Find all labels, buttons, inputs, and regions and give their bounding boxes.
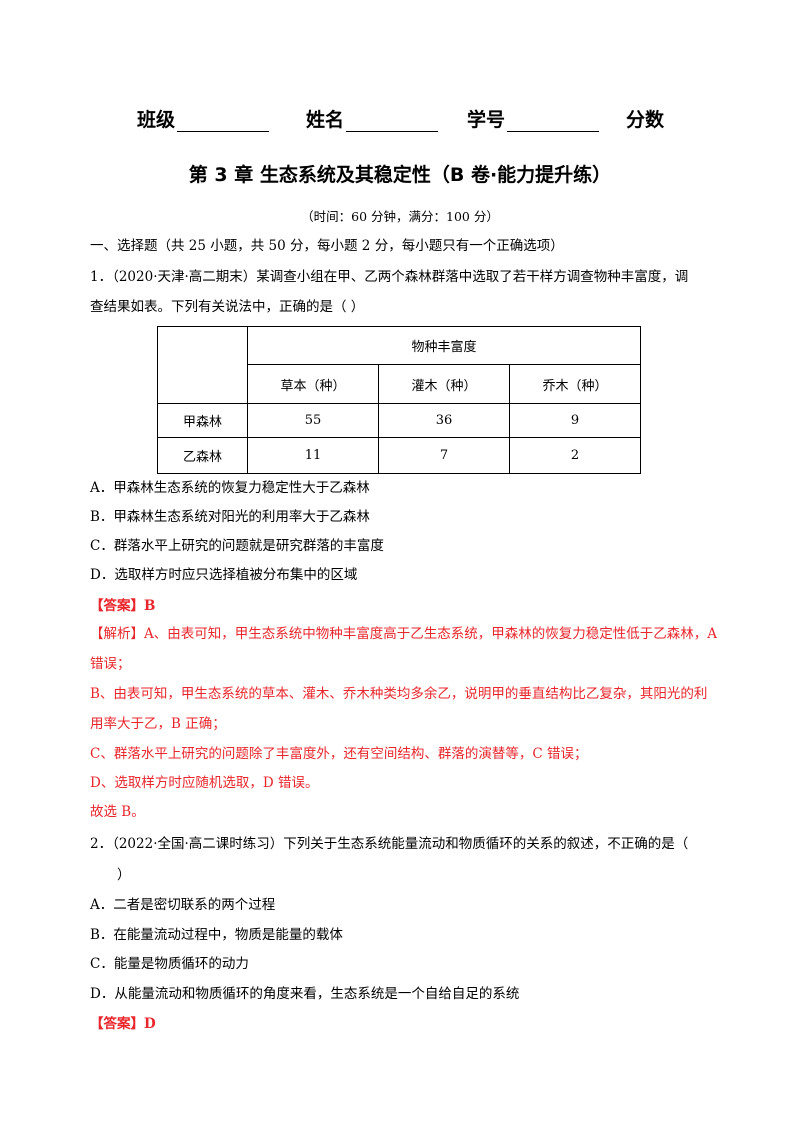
table-group-header: 物种丰富度: [247, 326, 641, 365]
table-row-label: 甲森林: [157, 403, 248, 438]
table-row: 甲森林 55 36 9: [157, 403, 641, 438]
class-label: 班级: [137, 109, 176, 131]
q1-answer: 【答案】B: [90, 598, 156, 614]
richness-table: 物种丰富度 草本（种） 灌木（种） 乔木（种） 甲森林 55 36 9 乙森林 …: [157, 326, 641, 474]
q1-conclusion: 故选 B。: [90, 804, 145, 820]
table-row-label: 乙森林: [157, 437, 248, 474]
q1-stem-line2: 查结果如表。下列有关说法中，正确的是（ ）: [90, 299, 365, 315]
name-blank[interactable]: [346, 111, 439, 132]
q1-analysis-line: 错误；: [90, 656, 131, 672]
q2-option-d: D．从能量流动和物质循环的角度来看，生态系统是一个自给自足的系统: [90, 986, 520, 1002]
table-col-header: 乔木（种）: [509, 364, 641, 404]
q2-stem-line1: 2．（2022·全国·高二课时练习）下列关于生态系统能量流动和物质循环的关系的叙…: [90, 836, 689, 852]
q2-option-a: A．二者是密切联系的两个过程: [90, 897, 276, 913]
q2-option-c: C．能量是物质循环的动力: [90, 956, 249, 972]
q1-analysis-line: C、群落水平上研究的问题除了丰富度外，还有空间结构、群落的演替等，C 错误；: [90, 746, 588, 762]
id-label: 学号: [467, 109, 506, 131]
name-label: 姓名: [306, 109, 345, 131]
q2-option-b: B．在能量流动过程中，物质是能量的载体: [90, 927, 343, 943]
table-corner-cell: [157, 326, 248, 404]
section-heading: 一、选择题（共 25 小题，共 50 分，每小题 2 分，每小题只有一个正确选项…: [90, 238, 564, 254]
table-cell: 11: [247, 437, 379, 474]
table-row: 乙森林 11 7 2: [157, 437, 641, 474]
table-col-header: 灌木（种）: [378, 364, 510, 404]
table-col-header: 草本（种）: [247, 364, 379, 404]
q1-analysis-line: D、选取样方时应随机选取，D 错误。: [90, 775, 319, 791]
q1-option-a: A．甲森林生态系统的恢复力稳定性大于乙森林: [90, 480, 370, 496]
q2-answer: 【答案】D: [90, 1016, 156, 1032]
class-field: 班级: [137, 105, 270, 132]
q2-stem-line2: ）: [117, 867, 131, 883]
student-info-header: 班级 姓名 学号 分数: [0, 105, 800, 135]
q1-analysis-line: 【解析】A、由表可知，甲生态系统中物种丰富度高于乙生态系统，甲森林的恢复力稳定性…: [90, 626, 717, 642]
id-blank[interactable]: [507, 111, 600, 132]
page-title: 第 3 章 生态系统及其稳定性（B 卷·能力提升练）: [188, 164, 612, 186]
page-subtitle: （时间：60 分钟，满分：100 分）: [301, 209, 499, 224]
table-cell: 7: [378, 437, 510, 474]
table-cell: 2: [509, 437, 641, 474]
q1-analysis-line: B、由表可知，甲生态系统的草本、灌木、乔木种类均多余乙，说明甲的垂直结构比乙复杂…: [90, 686, 708, 702]
q1-stem-line1: 1．（2020·天津·高二期末）某调查小组在甲、乙两个森林群落中选取了若干样方调…: [90, 269, 689, 285]
q1-analysis-line: 用率大于乙，B 正确；: [90, 716, 226, 732]
table-cell: 55: [247, 403, 379, 438]
q1-option-d: D．选取样方时应只选择植被分布集中的区域: [90, 567, 358, 583]
score-label: 分数: [626, 109, 665, 131]
table-cell: 36: [378, 403, 510, 438]
q1-option-b: B．甲森林生态系统对阳光的利用率大于乙森林: [90, 509, 370, 525]
class-blank[interactable]: [177, 111, 270, 132]
id-field: 学号: [467, 105, 600, 132]
q1-option-c: C．群落水平上研究的问题就是研究群落的丰富度: [90, 538, 384, 554]
table-cell: 9: [509, 403, 641, 438]
name-field: 姓名: [306, 105, 439, 132]
